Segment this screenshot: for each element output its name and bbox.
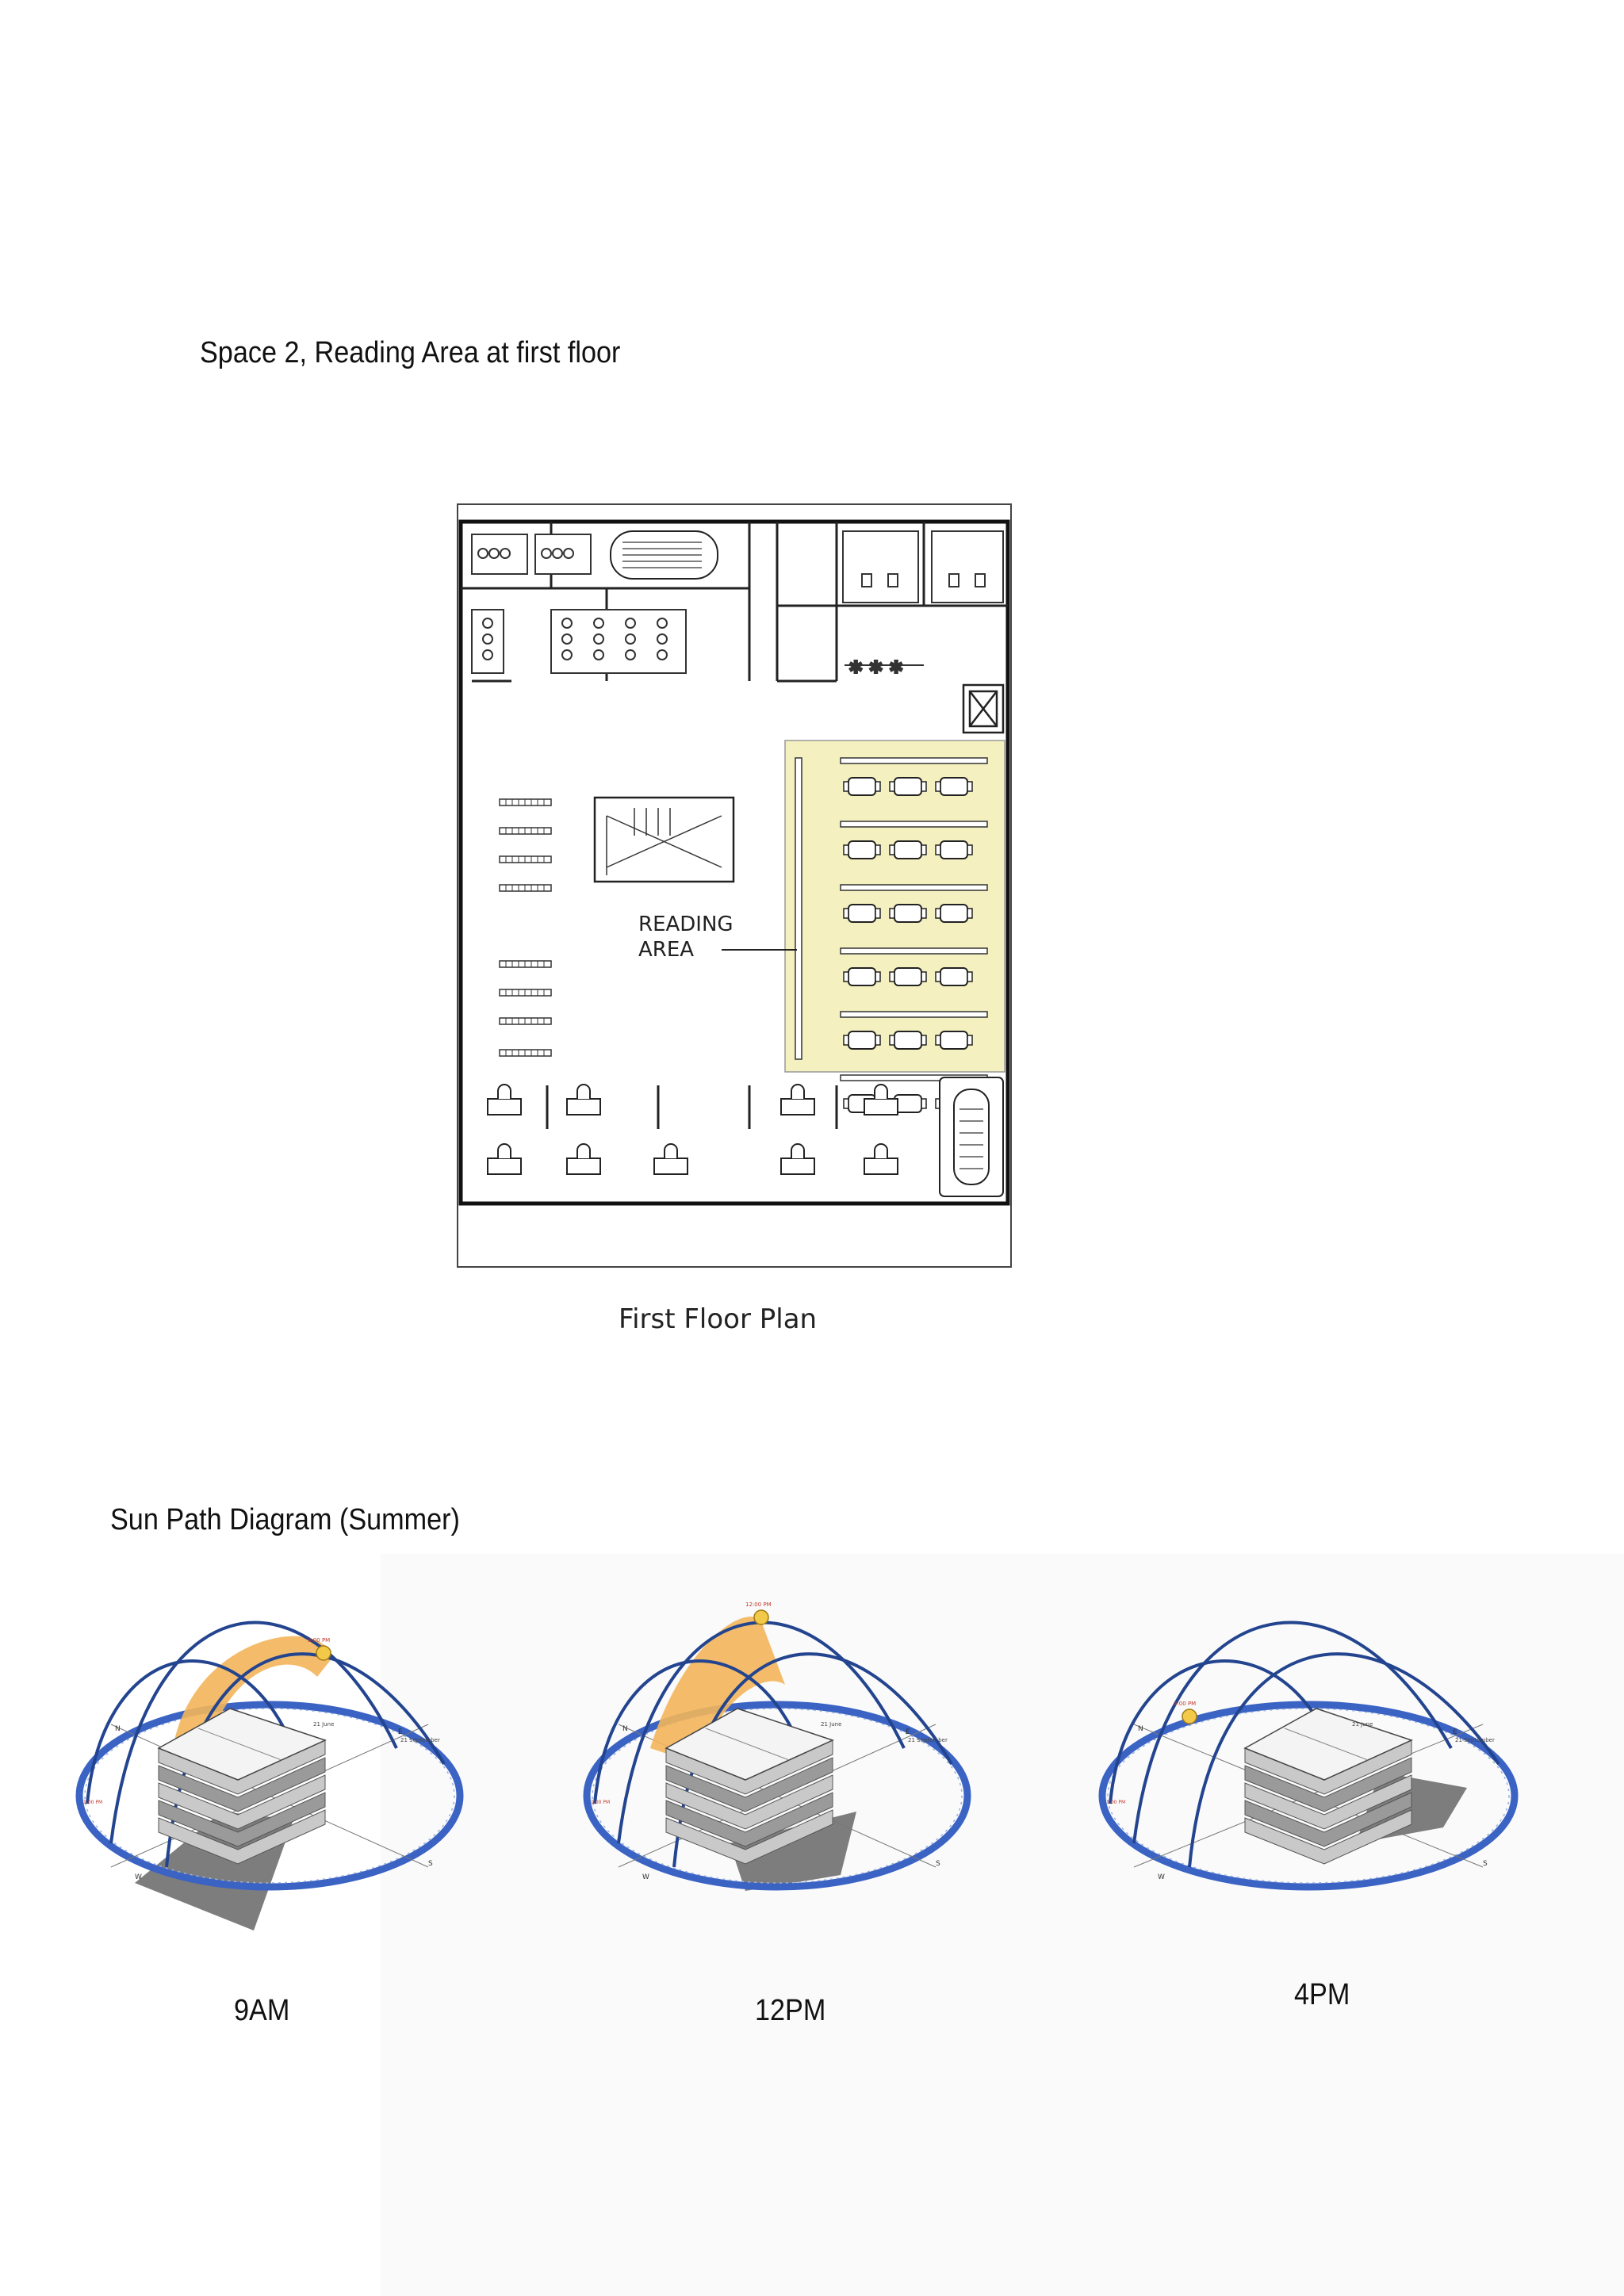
date-tag-september: 21 September — [400, 1737, 440, 1743]
compass-east: E — [398, 1728, 403, 1736]
compass-south: S — [936, 1860, 940, 1868]
page-tint — [381, 1554, 1624, 2296]
time-label-12pm: 12PM — [755, 1994, 826, 2027]
time-label-4pm: 4PM — [1294, 1978, 1350, 2011]
sun-path-diagram-12pm: 12:00 PM N E S W 21 June 21 September 1:00 PM — [583, 1601, 971, 1891]
section-heading-reading-area: Space 2, Reading Area at first floor — [200, 336, 621, 369]
reading-area-label-line1: READING — [638, 913, 733, 936]
svg-text:✱ ✱ ✱: ✱ ✱ ✱ — [848, 658, 903, 678]
compass-east: E — [1453, 1728, 1457, 1736]
compass-west: W — [642, 1873, 649, 1881]
compass-west: W — [135, 1873, 142, 1881]
date-tag-june: 21 June — [821, 1721, 841, 1728]
side-time-tag: 1:00 PM — [83, 1800, 102, 1805]
sun-time-tag: 4:00 PM — [1174, 1701, 1196, 1707]
sun-time-tag: 3:00 PM — [308, 1637, 330, 1644]
compass-north: N — [115, 1725, 121, 1733]
compass-north: N — [1138, 1725, 1143, 1733]
sun-path-diagram-9am: 3:00 PM N E S W 21 June 21 September 1:00 PM — [75, 1621, 464, 1931]
side-time-tag: 1:00 PM — [1106, 1800, 1125, 1805]
date-tag-september: 21 September — [908, 1737, 948, 1743]
first-floor-plan: ✱ ✱ ✱ READING AREA — [457, 503, 1012, 1268]
compass-west: W — [1158, 1873, 1165, 1881]
section-heading-sun-path: Sun Path Diagram (Summer) — [110, 1503, 460, 1536]
compass-north: N — [622, 1725, 628, 1733]
time-label-9am: 9AM — [234, 1994, 290, 2027]
date-tag-september: 21 September — [1455, 1737, 1495, 1743]
sun-time-tag: 12:00 PM — [745, 1601, 772, 1608]
compass-south: S — [1483, 1860, 1488, 1868]
reading-area-label-line2: AREA — [638, 938, 694, 962]
date-tag-june: 21 June — [1352, 1721, 1373, 1728]
date-tag-june: 21 June — [313, 1721, 334, 1728]
compass-south: S — [428, 1860, 433, 1868]
sun-path-diagram-4pm: 4:00 PM N E S W 21 June 21 September 1:00 PM — [1098, 1621, 1519, 1891]
floor-plan-caption: First Floor Plan — [619, 1303, 818, 1335]
compass-east: E — [906, 1728, 910, 1736]
side-time-tag: 1:00 PM — [591, 1800, 610, 1805]
